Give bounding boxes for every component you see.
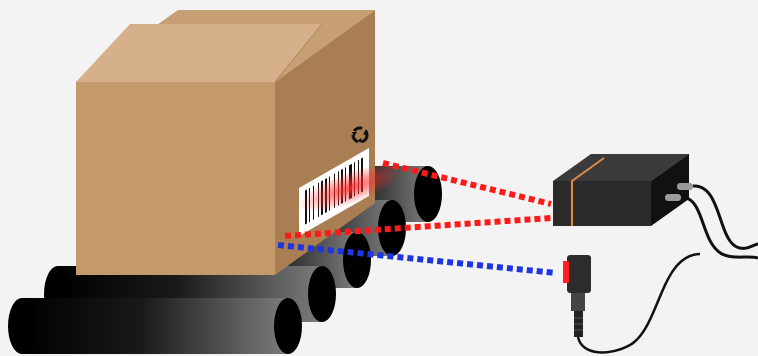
roller (8, 298, 302, 354)
scanner-cable (693, 186, 758, 248)
photo-sensor (563, 254, 700, 352)
barcode-scanner (553, 154, 758, 258)
sensor-led (563, 261, 569, 283)
sensor-cable (578, 254, 700, 352)
box-front (76, 82, 275, 275)
